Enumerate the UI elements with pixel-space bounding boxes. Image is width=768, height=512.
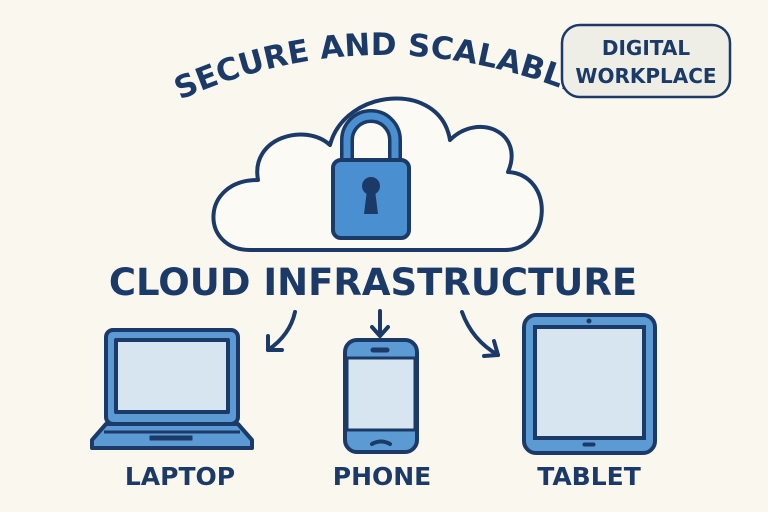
badge-line2: WORKPLACE [575,64,716,88]
laptop-icon [90,328,254,450]
digital-workplace-badge: DIGITAL WORKPLACE [560,23,732,99]
tablet-icon [522,313,657,455]
arrow-to-laptop-icon [266,310,297,352]
title-text: SECURE AND SCALABLE [169,27,589,107]
badge-frame [560,23,732,99]
phone-label: PHONE [333,462,432,491]
arrow-to-tablet-icon [460,310,500,358]
laptop-label: LAPTOP [125,462,235,491]
arrow-to-phone-icon [370,309,390,338]
badge-line1: DIGITAL [602,36,690,60]
tablet-label: TABLET [537,462,641,491]
padlock-icon [331,109,411,240]
title: SECURE AND SCALABLE [169,27,589,107]
phone-icon [343,338,419,454]
cloud-infrastructure-heading: CLOUD INFRASTRUCTURE [109,261,637,304]
